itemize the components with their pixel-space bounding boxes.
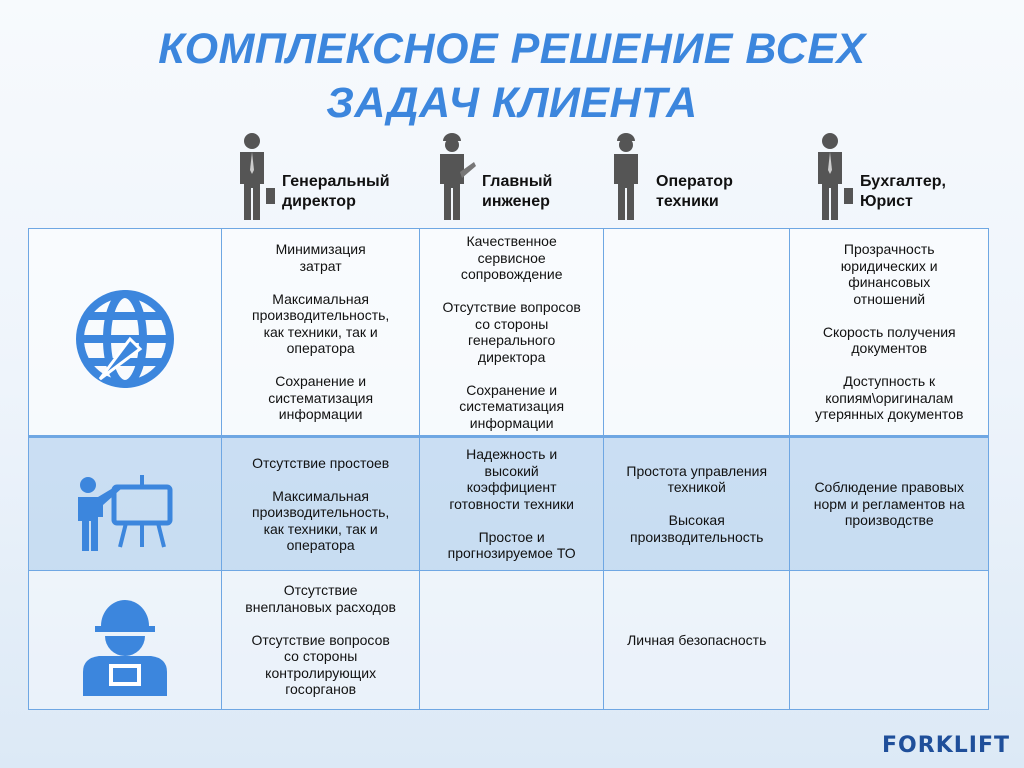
row-icon-cell — [28, 435, 222, 571]
table-cell: Простота управления техникой Высокая про… — [603, 435, 791, 571]
worker-icon — [614, 133, 638, 220]
engineer-icon — [440, 133, 476, 220]
table-cell: Отсутствие простоев Максимальная произво… — [220, 435, 421, 571]
table-row: Минимизация затрат Максимальная производ… — [28, 228, 989, 437]
table-cell: Надежность и высокий коэффициент готовно… — [419, 435, 605, 571]
row-icon-cell — [28, 570, 222, 710]
forklift-logo: FORKLIFT — [882, 733, 1010, 758]
table-row: Отсутствие внеплановых расходов Отсутств… — [28, 570, 989, 710]
role-equipment-operator: Оператор техники — [608, 132, 733, 222]
table-cell — [603, 228, 791, 437]
table-cell: Отсутствие внеплановых расходов Отсутств… — [220, 570, 421, 710]
table-cell: Качественное сервисное сопровождение Отс… — [419, 228, 605, 437]
slide-title: КОМПЛЕКСНОЕ РЕШЕНИЕ ВСЕХ ЗАДАЧ КЛИЕНТА — [158, 25, 866, 127]
table-cell: Минимизация затрат Максимальная производ… — [220, 228, 421, 437]
businessman-icon — [240, 133, 275, 220]
presenter-icon — [78, 474, 173, 551]
table-cell: Прозрачность юридических и финансовых от… — [789, 228, 989, 437]
table-cell: Личная безопасность — [603, 570, 791, 710]
table-cell — [789, 570, 989, 710]
businessman-icon — [818, 133, 853, 220]
row-icon-cell — [28, 228, 222, 437]
table-cell — [419, 570, 605, 710]
table-row: Отсутствие простоев Максимальная произво… — [28, 435, 989, 571]
requirements-table: Минимизация затрат Максимальная производ… — [28, 228, 989, 710]
builder-icon — [83, 599, 167, 696]
role-general-director: Генеральный директор — [234, 132, 390, 222]
role-chief-engineer: Главный инженер — [434, 132, 552, 222]
table-cell: Соблюдение правовых норм и регламентов н… — [789, 435, 989, 571]
globe-icon — [76, 289, 174, 388]
role-accountant-lawyer: Бухгалтер, Юрист — [812, 132, 946, 222]
